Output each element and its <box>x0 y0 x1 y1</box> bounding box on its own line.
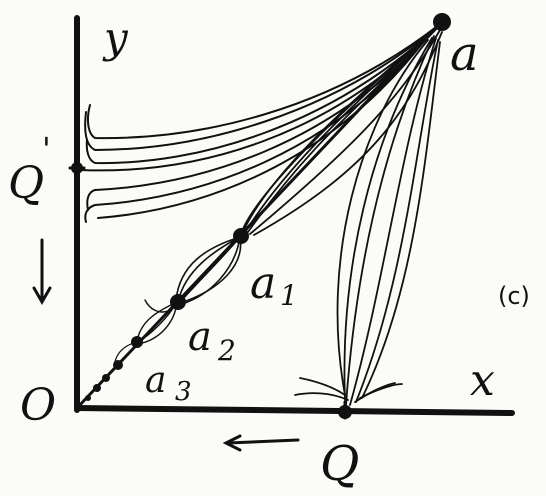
point-a-label: a <box>450 26 479 82</box>
flow-lines-to-q-prime <box>79 23 441 223</box>
point-a6-dot <box>93 384 101 392</box>
point-a7-dot <box>85 395 91 401</box>
point-a1-label: a <box>250 258 276 309</box>
point-a2-label: a <box>188 314 212 360</box>
q-label: Q <box>320 436 359 492</box>
down-arrow-icon <box>32 238 52 306</box>
point-a2-subscript: 2 <box>217 334 236 367</box>
y-axis-label: y <box>102 13 129 62</box>
x-axis-line <box>74 405 515 416</box>
flow-lines-to-q <box>294 35 441 406</box>
left-arrow-icon <box>222 434 300 452</box>
point-a2-dot <box>170 294 186 310</box>
point-a3-label: a <box>145 360 166 401</box>
point-a3-subscript: 3 <box>175 377 192 407</box>
point-a5-dot <box>102 374 110 382</box>
fixed-points <box>71 13 451 419</box>
point-a1-dot <box>233 228 249 244</box>
q-dot <box>338 405 352 419</box>
x-axis-label: x <box>470 355 495 406</box>
point-a3-dot <box>131 336 143 348</box>
origin-label: O <box>20 380 56 431</box>
flow-lens-a1-a2 <box>175 236 242 305</box>
point-a4-dot <box>113 360 123 370</box>
q-prime-label: Q <box>8 158 44 209</box>
panel-tag: (c) <box>498 282 530 310</box>
q-prime-mark: ' <box>42 130 51 168</box>
point-a1-subscript: 1 <box>280 279 298 312</box>
point-a-dot <box>433 13 451 31</box>
q-prime-dot <box>71 162 83 174</box>
